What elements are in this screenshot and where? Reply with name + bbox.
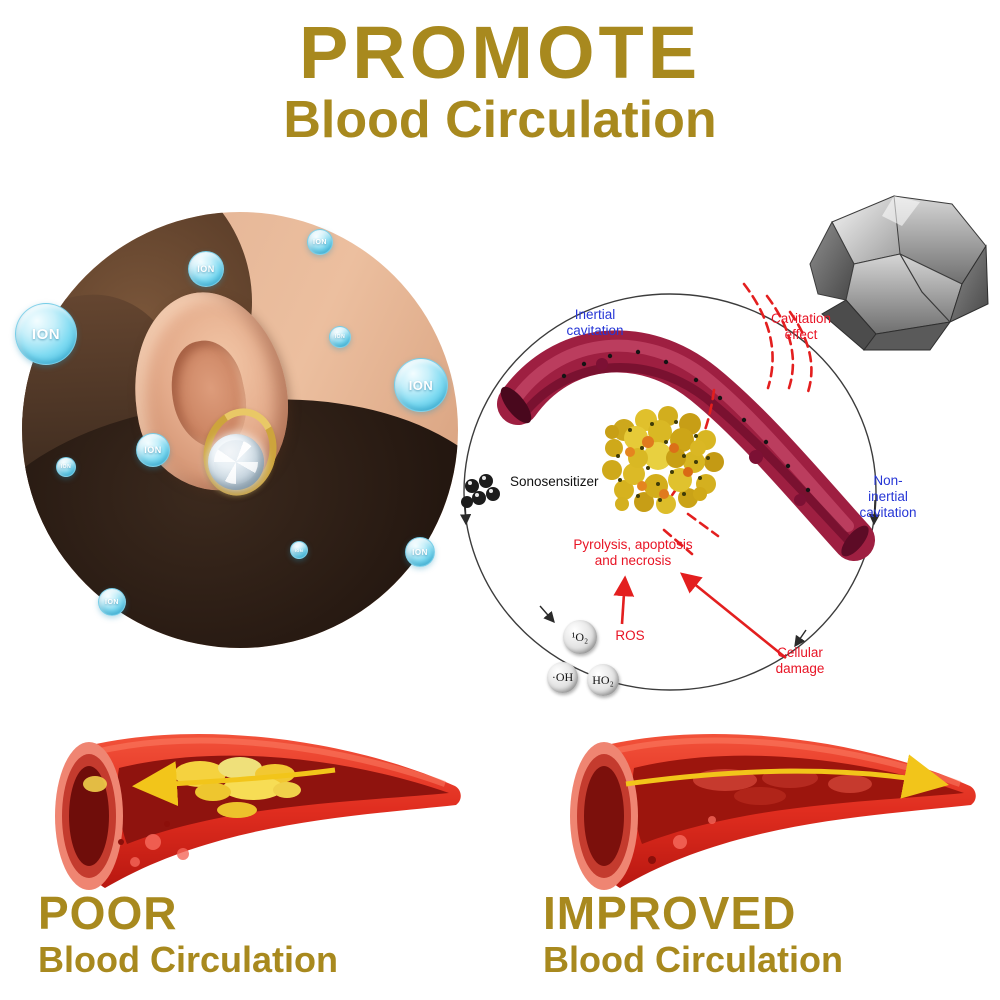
ion-bubble: ION: [56, 457, 76, 477]
page-subtitle: Blood Circulation: [283, 90, 717, 149]
header: PROMOTE Blood Circulation: [0, 14, 1000, 149]
ion-bubble: ION: [405, 537, 435, 567]
ion-bubble: ION: [98, 588, 126, 616]
ion-bubble-label: ION: [60, 464, 72, 470]
ion-bubble: ION: [136, 433, 170, 467]
hydroxyl-ball: ·OH: [547, 662, 578, 693]
ion-bubble-label: ION: [31, 325, 61, 343]
label-pyrolysis: Pyrolysis, apoptosis and necrosis: [573, 537, 693, 568]
ion-bubble: ION: [188, 251, 224, 287]
improved-title: IMPROVED: [543, 887, 797, 939]
label-cavitation-effect: Cavitation effect: [770, 311, 832, 342]
improved-vessel: [540, 722, 985, 894]
label-ros: ROS: [615, 628, 645, 644]
hydroperoxyl-ball: HO₂: [587, 664, 619, 696]
label-non-inertial-cavitation: Non-inertial cavitation: [859, 473, 917, 520]
poor-subtitle: Blood Circulation: [38, 938, 338, 980]
poor-title: POOR: [38, 887, 178, 939]
ion-bubble: ION: [290, 541, 308, 559]
label-sonosensitizer: Sonosensitizer: [510, 474, 599, 490]
poor-caption: POOR Blood Circulation: [38, 887, 338, 980]
label-inertial-cavitation: Inertial cavitation: [566, 307, 624, 338]
cavitation-diagram: Inertial cavitation Cavitation effect So…: [452, 272, 938, 708]
stone-illustration: [809, 195, 989, 351]
ion-bubble-label: ION: [197, 264, 215, 274]
ion-bubble-label: ION: [412, 547, 428, 557]
poor-vessel: [25, 722, 470, 894]
ion-bubble-label: ION: [105, 598, 119, 606]
ion-bubble: ION: [329, 326, 351, 348]
ion-bubble-label: ION: [313, 238, 327, 246]
improved-subtitle: Blood Circulation: [543, 938, 843, 980]
ion-bubble: ION: [394, 358, 448, 412]
earring-crystal: [208, 434, 264, 490]
ion-bubble-label: ION: [144, 445, 162, 455]
ear-photo: [22, 212, 458, 648]
poor-vessel-illustration: [55, 733, 461, 890]
ion-bubble: ION: [15, 303, 77, 365]
tumor-cluster: [602, 406, 724, 514]
singlet-oxygen-ball: ¹O₂: [563, 620, 597, 654]
ion-bubble: ION: [307, 229, 333, 255]
diagram-graphic: [459, 282, 881, 691]
ion-bubble-label: ION: [408, 377, 434, 393]
improved-vessel-illustration: [570, 733, 976, 890]
sonosensitizer-particles: [461, 474, 500, 508]
ion-bubble-label: ION: [334, 334, 346, 340]
page-title: PROMOTE: [298, 11, 702, 94]
ion-bubble-label: ION: [294, 547, 304, 553]
label-cellular-damage: Cellular damage: [775, 645, 825, 676]
improved-caption: IMPROVED Blood Circulation: [543, 887, 843, 980]
